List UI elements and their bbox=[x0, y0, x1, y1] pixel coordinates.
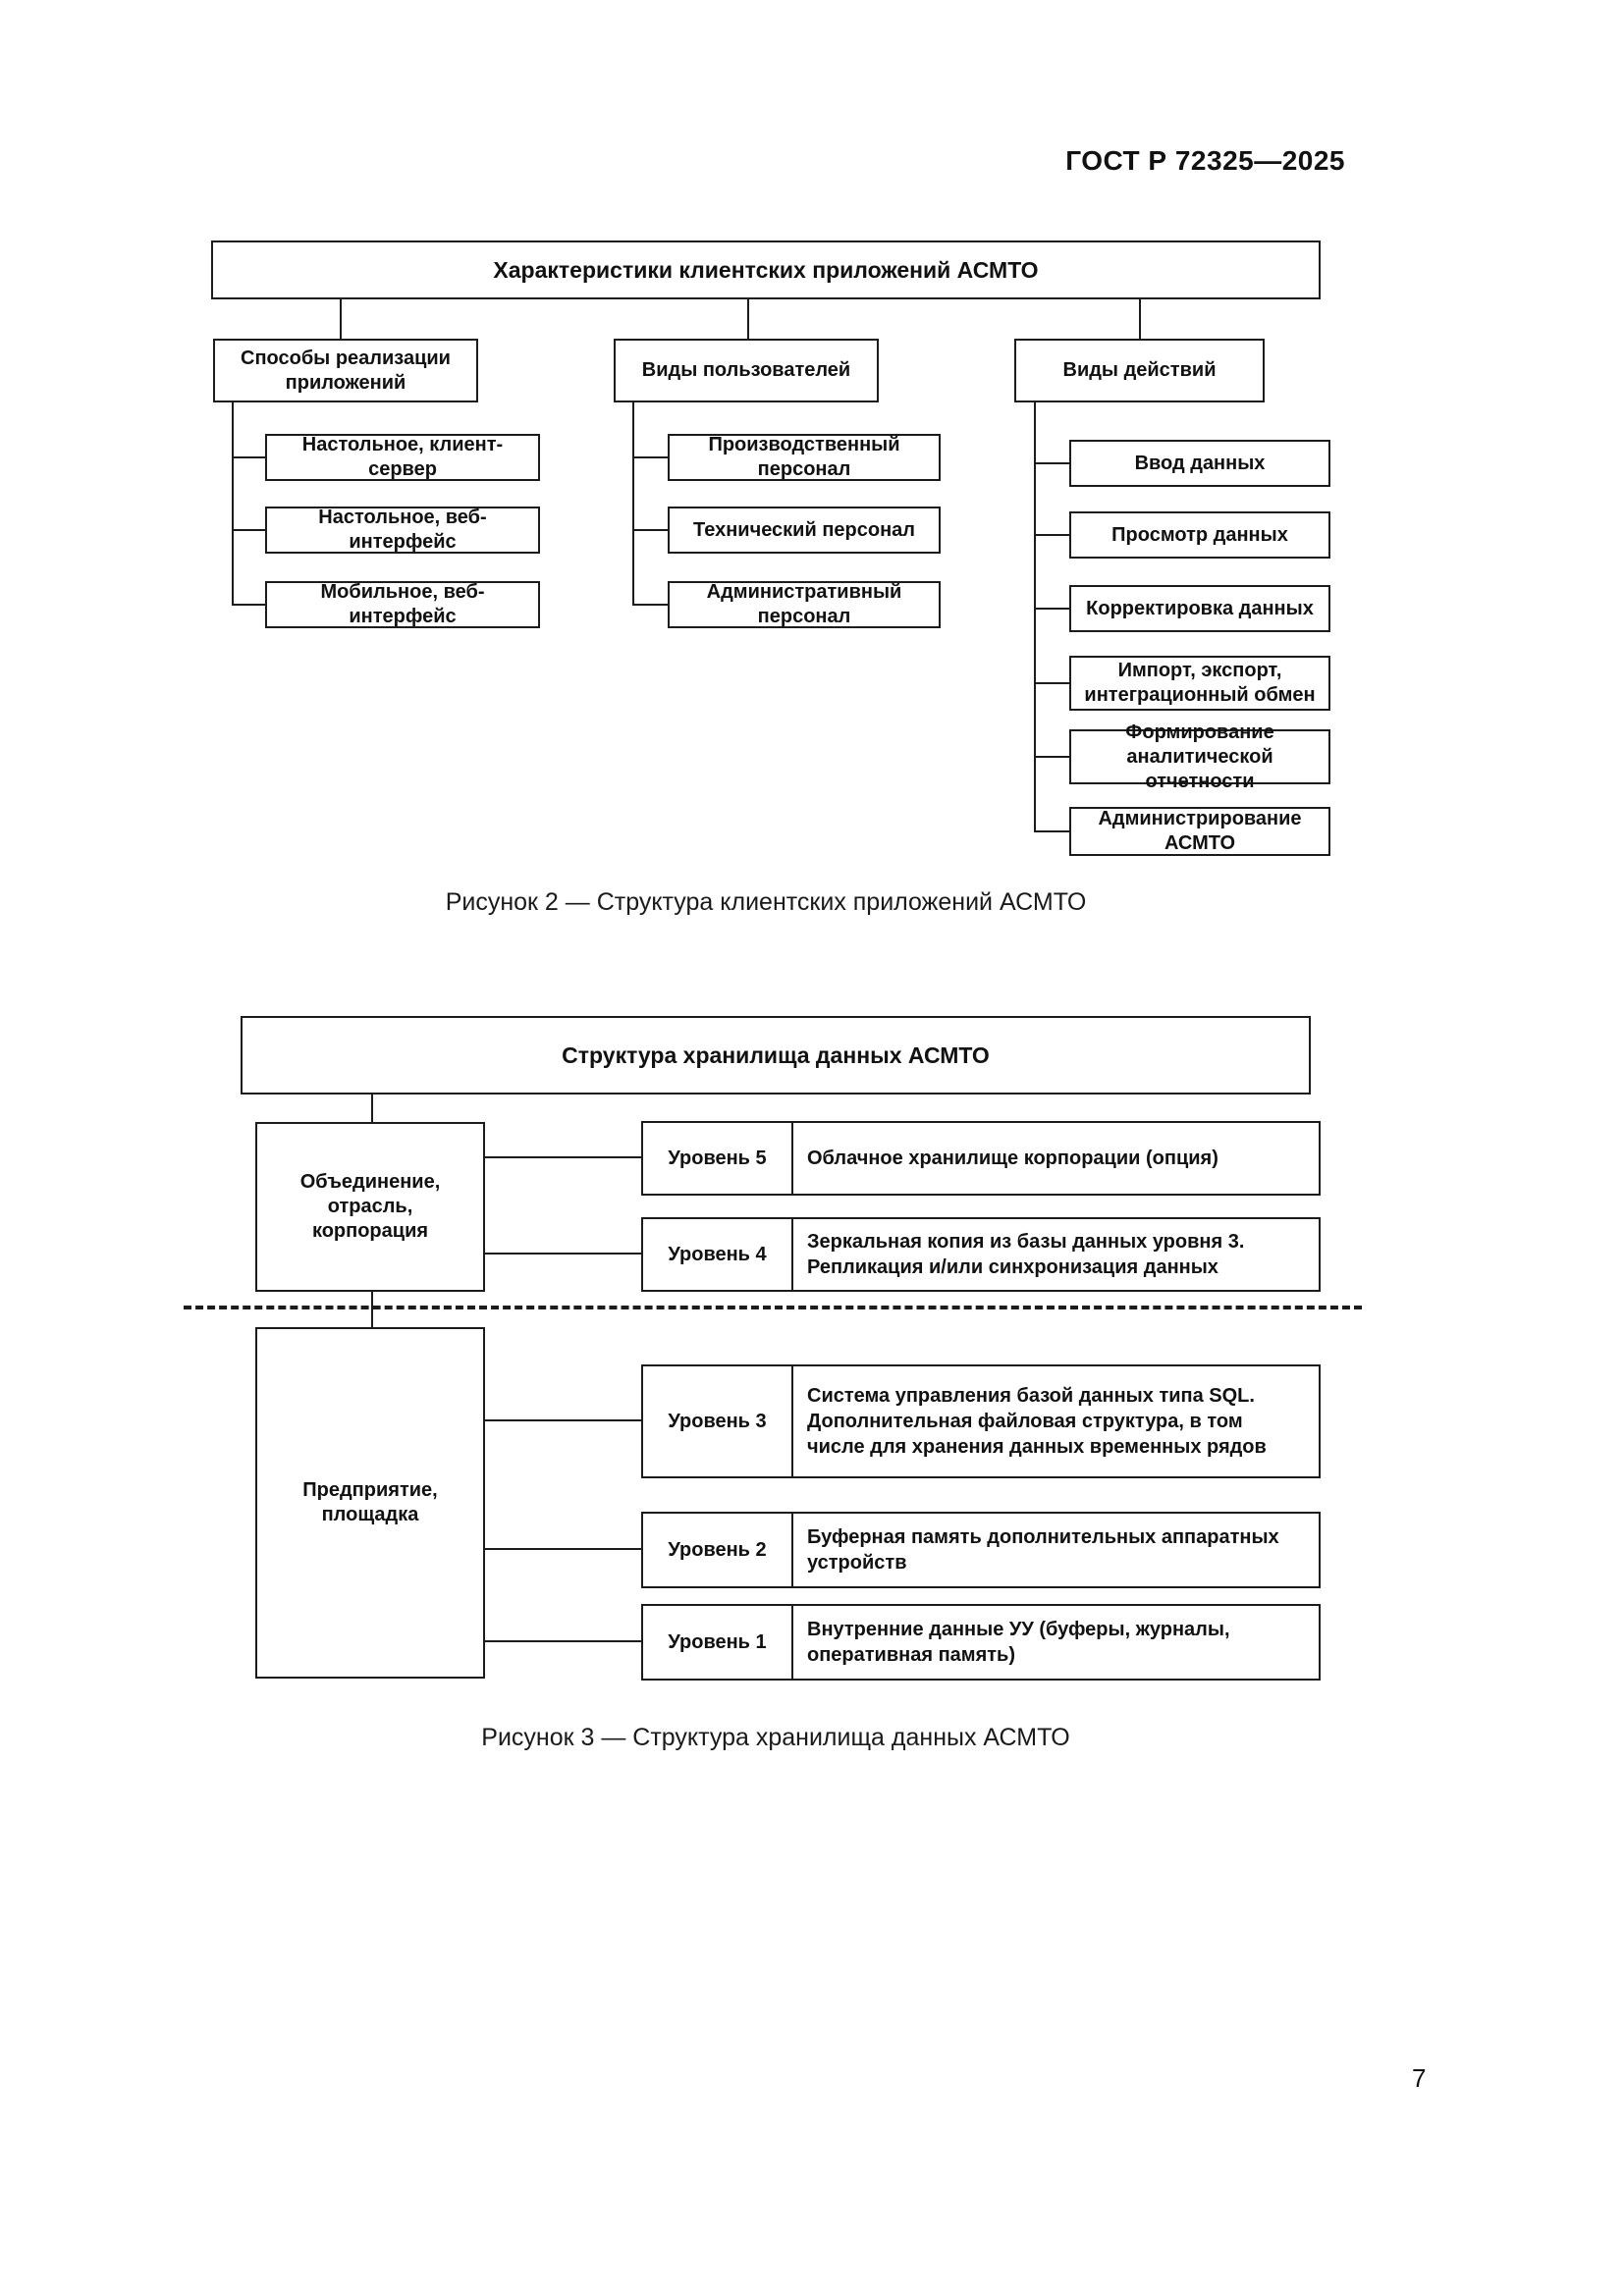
level-description: Облачное хранилище корпорации (опция) bbox=[807, 1148, 1218, 1169]
fig3-level-5-row: Уровень 5 Облачное хранилище корпорации … bbox=[641, 1121, 1321, 1196]
fig2-col3-item-4: Импорт, экспорт, интеграционный обмен bbox=[1069, 656, 1330, 711]
connector-line bbox=[371, 1292, 373, 1327]
fig2-col2-item-2: Технический персонал bbox=[668, 507, 941, 554]
fig2-col1-header-box: Способы реализации приложений bbox=[213, 339, 478, 402]
connector-line bbox=[1034, 756, 1069, 758]
fig2-col3-item-5: Формирование аналитической отчетности bbox=[1069, 721, 1330, 792]
connector-line bbox=[1034, 682, 1069, 684]
fig2-col3-item-3: Корректировка данных bbox=[1069, 585, 1330, 632]
fig2-col2-item-3: Административный персонал bbox=[668, 581, 941, 628]
level-description: Система управления базой данных типа SQL… bbox=[807, 1385, 1267, 1458]
connector-line bbox=[1139, 299, 1141, 339]
fig2-col3-item-1: Ввод данных bbox=[1069, 440, 1330, 487]
fig3-title-box: Структура хранилища данных АСМТО bbox=[241, 1016, 1311, 1095]
connector-line bbox=[1034, 830, 1069, 832]
level-label: Уровень 1 bbox=[643, 1606, 793, 1679]
connector-line bbox=[232, 402, 234, 606]
connector-line bbox=[232, 456, 265, 458]
connector-line bbox=[485, 1156, 641, 1158]
fig3-caption: Рисунок 3 — Структура хранилища данных А… bbox=[481, 1724, 1070, 1751]
connector-line bbox=[485, 1548, 641, 1550]
connector-line bbox=[1034, 462, 1069, 464]
fig2-col1-item-2: Настольное, веб-интерфейс bbox=[265, 507, 540, 554]
connector-line bbox=[1034, 608, 1069, 610]
fig2-col1-item-1: Настольное, клиент-сервер bbox=[265, 434, 540, 481]
fig2-col2-item-1: Производственный персонал bbox=[668, 434, 941, 481]
connector-line bbox=[485, 1640, 641, 1642]
fig2-col3-header-box: Виды действий bbox=[1014, 339, 1265, 402]
connector-line bbox=[632, 529, 668, 531]
fig2-col1-item-3: Мобильное, веб-интерфейс bbox=[265, 581, 540, 628]
connector-line bbox=[1034, 534, 1069, 536]
page-number: 7 bbox=[1412, 2063, 1427, 2093]
connector-line bbox=[371, 1095, 373, 1122]
level-description: Зеркальная копия из базы данных уровня 3… bbox=[807, 1231, 1245, 1278]
fig3-level-2-row: Уровень 2 Буферная память дополнительных… bbox=[641, 1512, 1321, 1588]
fig3-scope-enterprise-box: Предприятие, площадка bbox=[255, 1327, 485, 1679]
connector-line bbox=[747, 299, 749, 339]
level-label: Уровень 2 bbox=[643, 1514, 793, 1586]
level-description: Внутренние данные УУ (буферы, журналы, о… bbox=[807, 1619, 1230, 1666]
fig3-level-3-row: Уровень 3 Система управления базой данны… bbox=[641, 1364, 1321, 1478]
document-code-header: ГОСТ Р 72325—2025 bbox=[1065, 145, 1345, 176]
fig3-level-1-row: Уровень 1 Внутренние данные УУ (буферы, … bbox=[641, 1604, 1321, 1681]
level-label: Уровень 4 bbox=[643, 1219, 793, 1290]
fig2-col3-item-2: Просмотр данных bbox=[1069, 511, 1330, 559]
connector-line bbox=[632, 604, 668, 606]
level-description: Буферная память дополнительных аппаратны… bbox=[807, 1526, 1279, 1574]
connector-line bbox=[232, 529, 265, 531]
connector-line bbox=[632, 402, 634, 606]
fig2-col2-header-box: Виды пользователей bbox=[614, 339, 879, 402]
connector-line bbox=[485, 1253, 641, 1255]
fig2-title-box: Характеристики клиентских приложений АСМ… bbox=[211, 240, 1321, 299]
fig2-caption: Рисунок 2 — Структура клиентских приложе… bbox=[445, 888, 1087, 916]
connector-line bbox=[632, 456, 668, 458]
connector-line bbox=[340, 299, 342, 339]
connector-line bbox=[1034, 402, 1036, 832]
level-label: Уровень 5 bbox=[643, 1123, 793, 1194]
fig3-scope-corporation-box: Объединение, отрасль, корпорация bbox=[255, 1122, 485, 1292]
fig3-level-4-row: Уровень 4 Зеркальная копия из базы данны… bbox=[641, 1217, 1321, 1292]
fig2-col3-item-6: Администрирование АСМТО bbox=[1069, 807, 1330, 856]
connector-line bbox=[232, 604, 265, 606]
level-label: Уровень 3 bbox=[643, 1366, 793, 1476]
connector-line bbox=[485, 1419, 641, 1421]
boundary-dashed-line bbox=[184, 1306, 1362, 1309]
